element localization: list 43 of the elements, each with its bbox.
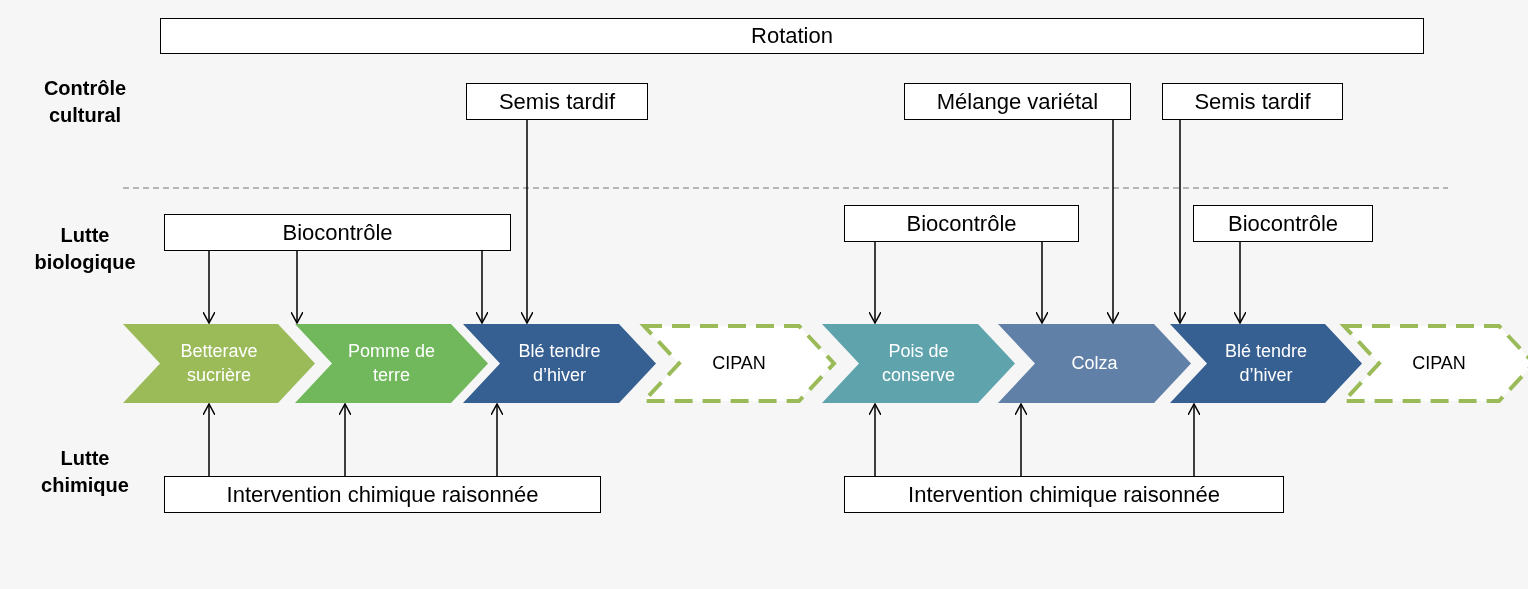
arrow — [868, 403, 882, 477]
arrow — [202, 403, 216, 477]
text-box: Intervention chimique raisonnée — [164, 476, 601, 513]
arrow — [1173, 119, 1187, 324]
row-heading: Lutte chimique — [40, 446, 130, 498]
arrow — [1187, 403, 1201, 477]
arrow — [338, 403, 352, 477]
chevron-step — [822, 324, 1015, 403]
step-label: Colza — [1070, 351, 1119, 375]
text-box: Mélange variétal — [904, 83, 1131, 120]
chevron-step — [463, 324, 656, 403]
step-label: Blé tendre d’hiver — [517, 340, 602, 387]
chevron-step — [123, 324, 315, 403]
arrow — [520, 119, 534, 324]
step-label: CIPAN — [711, 351, 767, 375]
arrow — [868, 241, 882, 324]
text-box: Intervention chimique raisonnée — [844, 476, 1284, 513]
text-box: Semis tardif — [466, 83, 648, 120]
row-heading: Contrôle cultural — [42, 76, 128, 128]
text-box: Rotation — [160, 18, 1424, 54]
step-label: Blé tendre d’hiver — [1223, 340, 1309, 387]
chevron-step — [295, 324, 488, 403]
chevron-step — [998, 324, 1191, 403]
arrow — [490, 403, 504, 477]
chevron-step — [1170, 324, 1362, 403]
arrow — [475, 250, 489, 324]
text-box: Biocontrôle — [164, 214, 511, 251]
dashed-chevron-step — [642, 324, 836, 403]
step-label: Betterave sucrière — [179, 340, 259, 387]
arrow — [1233, 241, 1247, 324]
step-label: CIPAN — [1411, 351, 1467, 375]
step-label: Pois de conserve — [880, 340, 956, 387]
arrow — [1014, 403, 1028, 477]
step-label: Pomme de terre — [346, 340, 436, 387]
arrow — [1106, 119, 1120, 324]
text-box: Semis tardif — [1162, 83, 1343, 120]
arrow — [1035, 241, 1049, 324]
arrow — [202, 250, 216, 324]
text-box: Biocontrôle — [844, 205, 1079, 242]
arrow — [290, 250, 304, 324]
text-box: Biocontrôle — [1193, 205, 1373, 242]
dashed-chevron-step — [1342, 324, 1528, 403]
row-heading: Lutte biologique — [33, 223, 137, 275]
